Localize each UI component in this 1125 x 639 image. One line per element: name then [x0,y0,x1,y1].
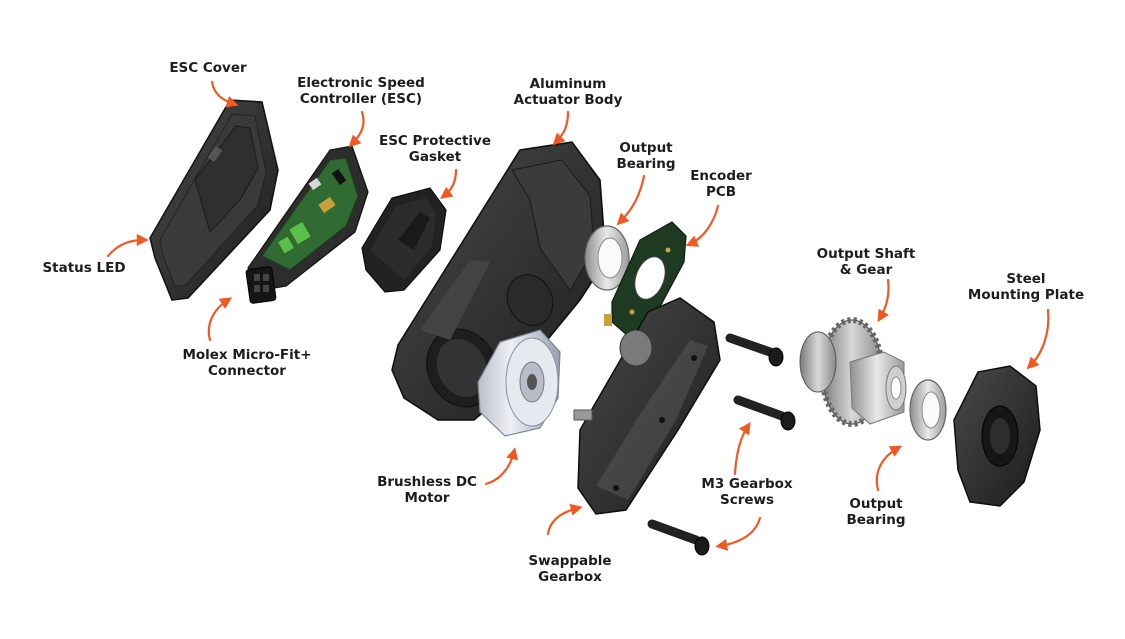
arrow-motor [484,447,519,486]
arrow-esc [348,110,365,148]
mounting-plate-part [953,365,1041,507]
arrow-output-bearing-top [616,174,646,226]
esc-cover-part [149,99,279,301]
arrow-status-led [106,233,149,258]
label-molex: Molex Micro-Fit+Connector [182,347,312,379]
m3-screw-3 [647,519,710,556]
esc-pcb-part [245,145,369,304]
esc-gasket-part [361,187,447,293]
actuator-body-part [391,141,607,421]
label-esc-cover: ESC Cover [169,60,247,76]
output-bearing-top-part [584,225,630,291]
gearbox-part [573,297,721,515]
encoder-pcb-part [604,221,687,337]
arrow-esc-cover [210,80,239,108]
output-shaft-gear-part [799,317,907,427]
label-status-led: Status LED [42,260,126,276]
arrow-gearbox-screws-down [715,516,762,551]
arrow-output-bearing-bottom [875,445,903,492]
m3-screw-1 [725,333,784,367]
arrow-encoder-pcb [685,204,720,247]
arrow-gearbox [546,503,583,536]
m3-screw-2 [733,395,796,431]
bldc-motor-part [477,329,561,437]
arrow-gearbox-screws-up [733,421,751,476]
arrow-molex [207,297,233,342]
output-bearing-bottom-part [909,379,947,441]
callout-arrows [106,80,1050,551]
arrow-output-shaft [877,278,890,323]
arrow-esc-gasket [440,168,458,199]
arrow-aluminum-body [552,110,570,146]
label-output-shaft: Output Shaft& Gear [816,246,916,278]
arrow-mounting-plate [1026,308,1050,370]
